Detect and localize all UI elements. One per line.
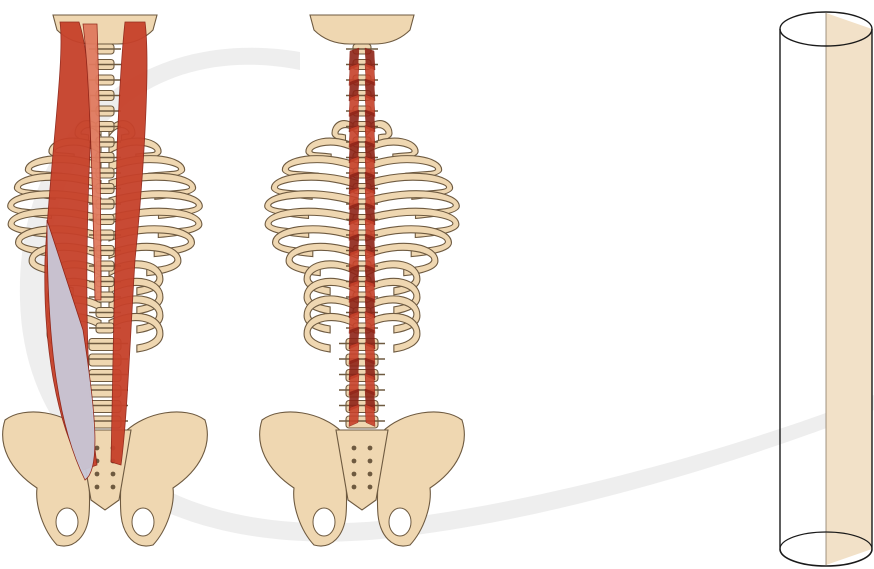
sacral-foramen (352, 459, 357, 464)
sacral-foramen (368, 485, 373, 490)
sacral-foramen (95, 472, 100, 477)
spine-with-deep-back-muscles (260, 15, 465, 546)
skull-base-icon (310, 15, 414, 44)
obturator-foramen-left (56, 508, 78, 536)
obturator-foramen-left (313, 508, 335, 536)
pelvis-icon (3, 412, 208, 546)
obturator-foramen-right (389, 508, 411, 536)
occipital-bone (310, 15, 414, 44)
cylinder-cut-face (826, 13, 872, 565)
sacral-foramen (368, 472, 373, 477)
sacral-foramen (368, 459, 373, 464)
sacral-foramen (352, 485, 357, 490)
cylinder-icon (780, 12, 872, 566)
sacral-foramen (368, 446, 373, 451)
vertebral-column-icon (339, 44, 385, 444)
obturator-foramen-right (132, 508, 154, 536)
sacral-foramen (352, 446, 357, 451)
sacral-foramen (95, 485, 100, 490)
sacral-foramen (352, 472, 357, 477)
sacral-foramen (111, 485, 116, 490)
sacral-foramen (111, 472, 116, 477)
